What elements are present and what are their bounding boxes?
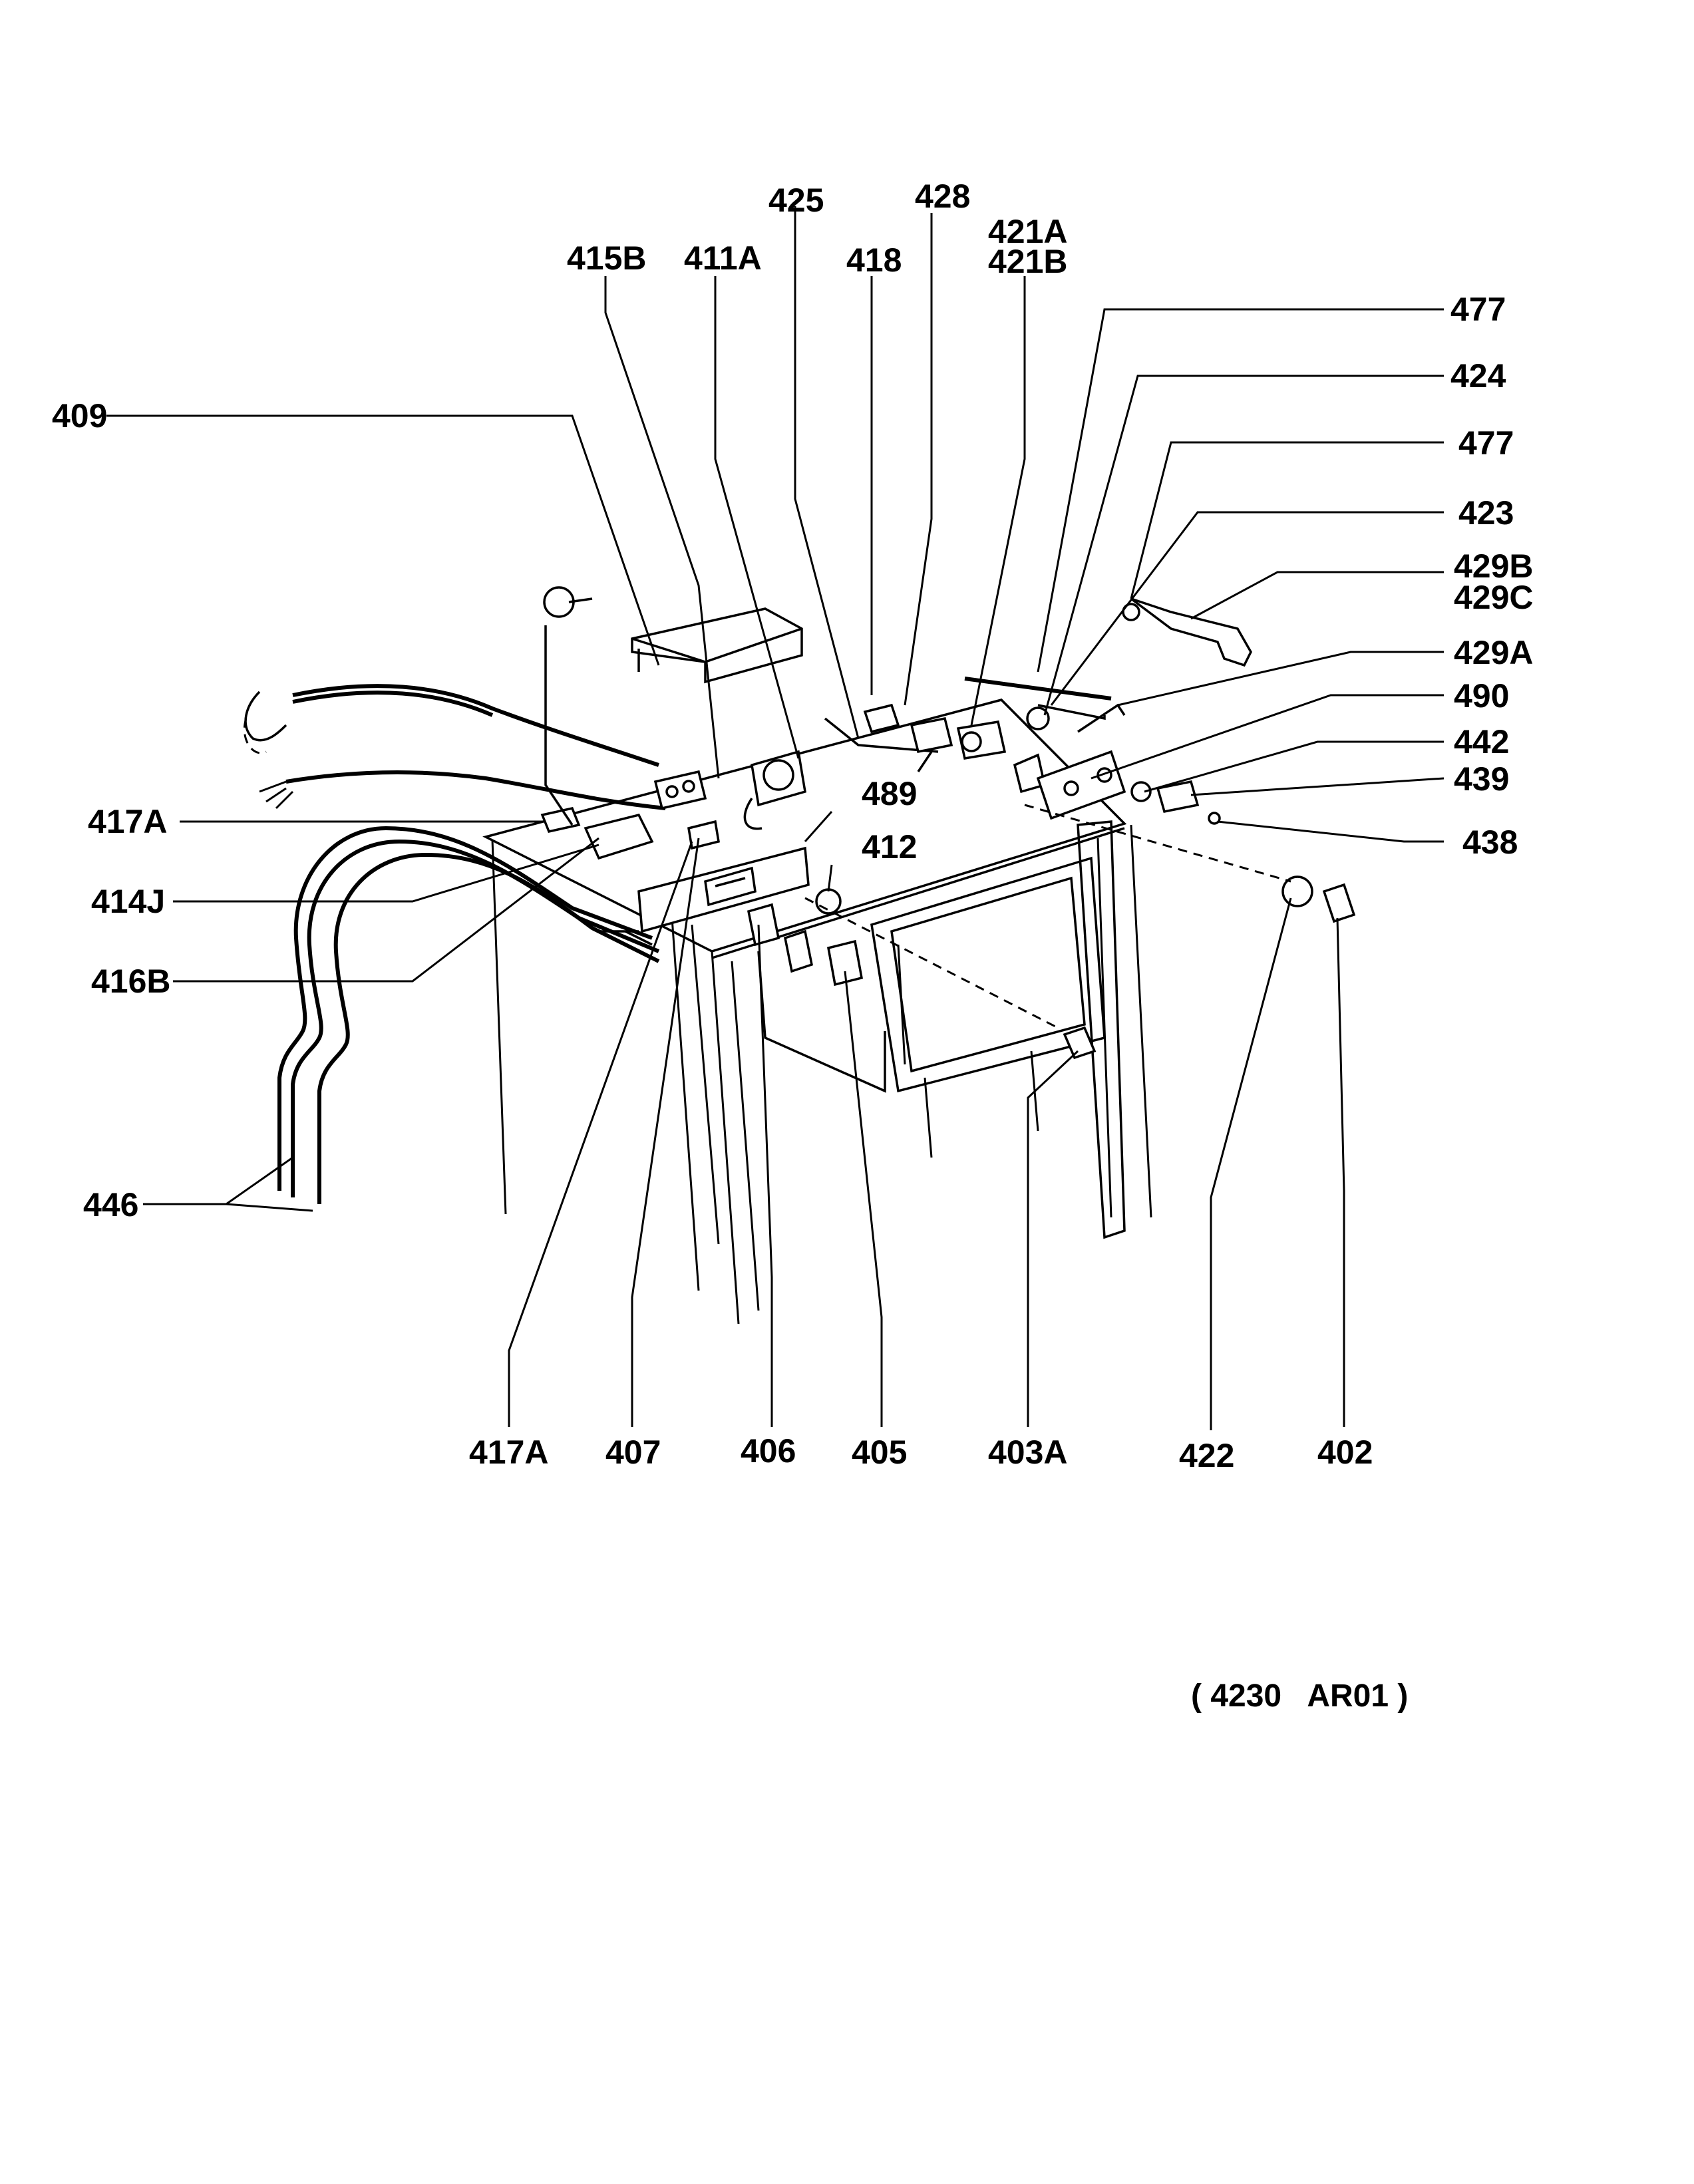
label-477-top: 477 — [1450, 291, 1506, 328]
label-411a: 411A — [684, 239, 762, 277]
label-446: 446 — [83, 1186, 138, 1223]
label-406: 406 — [741, 1432, 796, 1470]
label-477-mid: 477 — [1458, 424, 1514, 462]
label-402: 402 — [1317, 1434, 1373, 1471]
knobs — [1063, 875, 1356, 1060]
label-442: 442 — [1454, 723, 1509, 760]
label-489: 489 — [862, 775, 917, 812]
label-438: 438 — [1462, 824, 1518, 861]
power-cables — [243, 684, 666, 810]
terminal-blocks — [540, 586, 806, 860]
label-425: 425 — [768, 182, 824, 219]
label-414j: 414J — [91, 883, 165, 920]
label-405: 405 — [852, 1434, 907, 1471]
label-423: 423 — [1458, 494, 1514, 532]
label-421a: 421A — [988, 213, 1068, 250]
label-416b: 416B — [91, 963, 171, 1000]
label-428: 428 — [915, 178, 970, 215]
label-429b: 429B — [1454, 547, 1534, 585]
part-labels: 425 428 421A 421B 415B 411A 418 477 424 … — [52, 178, 1534, 1474]
heating-element — [277, 826, 660, 1204]
label-417a-left: 417A — [88, 803, 168, 840]
label-415b: 415B — [567, 239, 647, 277]
label-490: 490 — [1454, 677, 1509, 714]
label-409: 409 — [52, 397, 107, 434]
label-439: 439 — [1454, 760, 1509, 798]
label-403a: 403A — [988, 1434, 1068, 1471]
label-424: 424 — [1450, 357, 1506, 394]
label-422: 422 — [1179, 1437, 1234, 1474]
label-418: 418 — [846, 241, 902, 279]
leader-lines — [106, 206, 1444, 1430]
label-407: 407 — [605, 1434, 661, 1471]
label-421b: 421B — [988, 243, 1068, 280]
label-417a-bottom: 417A — [469, 1434, 549, 1471]
switches — [747, 888, 864, 987]
label-429a: 429A — [1454, 634, 1534, 671]
reference-code: ( 4230 AR01 ) — [1191, 1678, 1408, 1714]
label-412: 412 — [862, 828, 917, 865]
gas-valve-assembly — [804, 597, 1291, 1029]
label-429c: 429C — [1454, 579, 1534, 616]
top-cover — [631, 607, 803, 684]
